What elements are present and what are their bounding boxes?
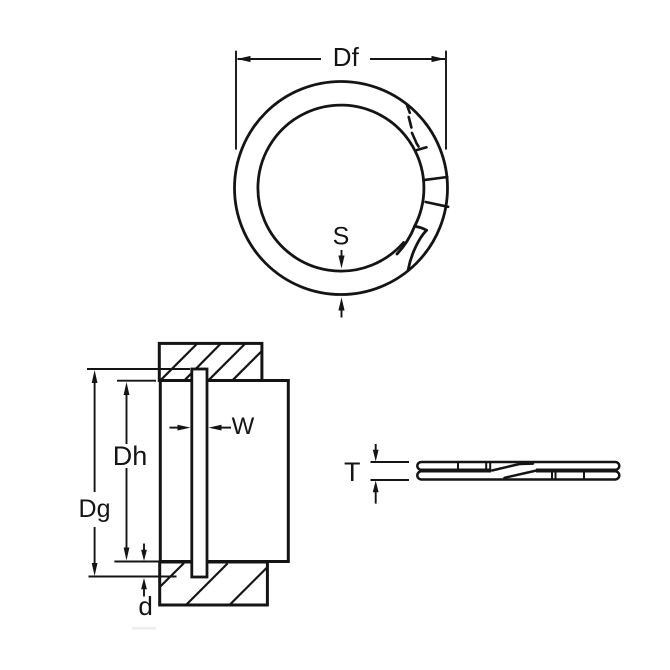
svg-text:Df: Df: [333, 42, 360, 72]
svg-text:Dg: Dg: [79, 495, 111, 523]
svg-text:S: S: [333, 223, 350, 251]
svg-text:T: T: [344, 457, 361, 487]
svg-text:d: d: [138, 591, 152, 621]
svg-text:W: W: [232, 413, 255, 440]
svg-text:Dh: Dh: [113, 441, 148, 471]
